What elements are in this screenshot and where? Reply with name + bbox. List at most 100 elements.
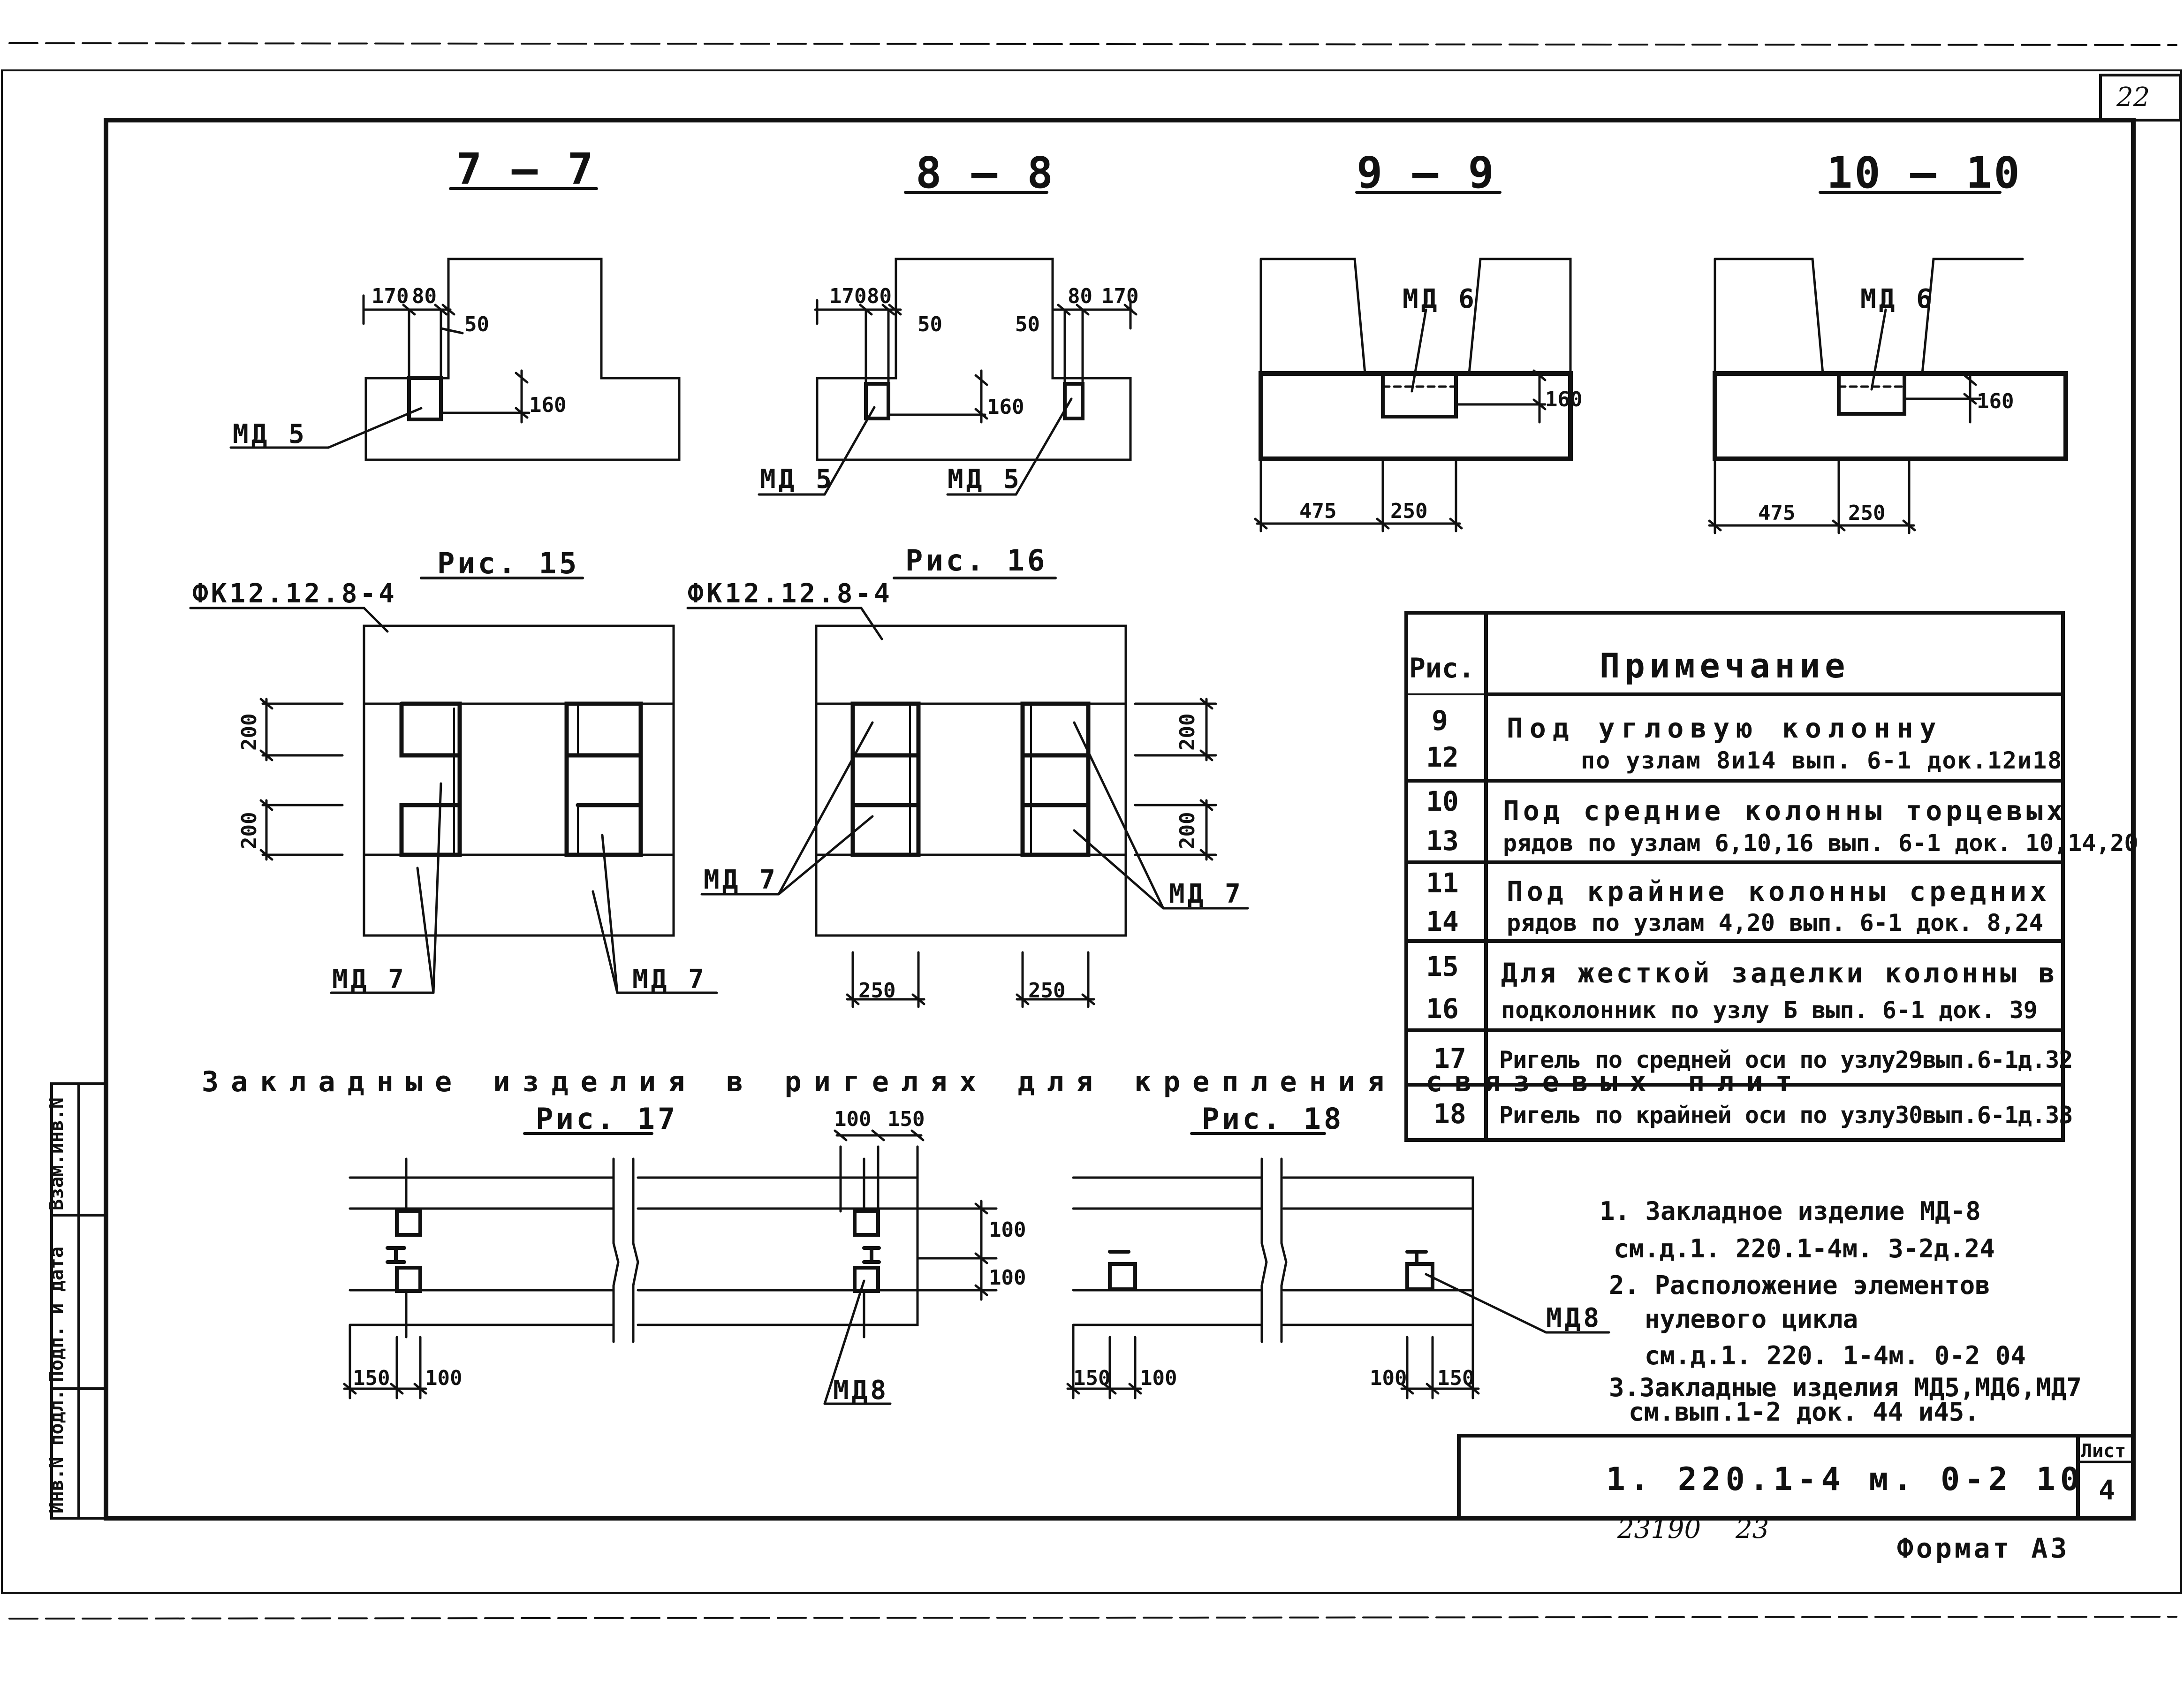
section-9-9	[1254, 191, 1573, 532]
label-md5-a: МД 5	[760, 464, 834, 494]
dim-100-b: 100	[1370, 1366, 1407, 1390]
dim-100-right-2: 100	[989, 1266, 1026, 1290]
dim-200-b: 200	[237, 812, 261, 849]
dim-100: 100	[425, 1366, 462, 1390]
side-stamp	[50, 1082, 107, 1520]
footnote-3-ref: см.вып.1-2 док. 44 и45.	[1629, 1397, 1979, 1427]
panel-mark: ФК12.12.8-4	[688, 578, 893, 609]
section-10-10	[1708, 191, 2068, 534]
row-5-fig-a: 17	[1433, 1042, 1466, 1074]
fig-16-drawing	[686, 577, 1249, 1008]
row-1-fig-b: 12	[1426, 741, 1459, 773]
footnote-1: 1. Закладное изделие МД-8	[1600, 1196, 1981, 1226]
section-7-7-title: 7 — 7	[456, 144, 595, 194]
row-6-fig-a: 18	[1433, 1098, 1466, 1130]
label-md5-b: МД 5	[948, 464, 1022, 494]
label-md7-a: МД 7	[704, 865, 778, 895]
footnote-2: 2. Расположение элементов	[1609, 1270, 1990, 1300]
dim-80-b: 80	[1068, 284, 1092, 308]
stamp-replace-inv-label: Взам.инв.N	[46, 1097, 68, 1210]
footnote-2-cont: нулевого цикла	[1645, 1304, 1858, 1334]
row-1-fig-a: 9	[1432, 705, 1448, 737]
document-code: 1. 220.1-4 м. 0-2 10	[1606, 1461, 2084, 1498]
row-3-line-1: Под крайние колонны средних	[1507, 875, 2050, 907]
row-4-line-1: Для жесткой заделки колонны в	[1501, 957, 2058, 989]
fig-17-title: Рис. 17	[536, 1102, 678, 1136]
fig-16-title: Рис. 16	[905, 543, 1047, 578]
row-1-line-1: Под угловую колонну	[1507, 712, 1942, 744]
row-5-line-1: Ригель по средней оси по узлу29вып.6-1д.…	[1499, 1046, 2072, 1073]
dim-80-a: 80	[867, 284, 892, 308]
drawing-frame	[104, 118, 2136, 1521]
label-md5: МД 5	[233, 419, 307, 449]
notes-table-grid	[1404, 611, 2065, 1142]
dim-475: 475	[1299, 499, 1336, 523]
fig-15-drawing	[189, 577, 718, 994]
row-4-fig-b: 16	[1426, 993, 1459, 1025]
label-md7-a: МД 7	[332, 964, 407, 995]
dim-475: 475	[1758, 501, 1795, 525]
fig-15-title: Рис. 15	[437, 546, 579, 580]
label-md6: МД 6	[1403, 284, 1477, 314]
stamp-sign-date-label: Подп. и дата	[46, 1247, 68, 1382]
row-2-fig-b: 13	[1426, 825, 1459, 857]
dim-150-b: 150	[1437, 1366, 1474, 1390]
dim-50-a: 50	[918, 312, 942, 336]
inventory-number: 23190	[1617, 1514, 1701, 1544]
dim-160: 160	[529, 393, 566, 417]
dim-170-b: 170	[1101, 284, 1138, 308]
page-number-box	[2099, 74, 2182, 122]
row-2-line-2: рядов по узлам 6,10,16 вып. 6-1 док. 10,…	[1503, 829, 2138, 857]
dim-150: 150	[353, 1366, 390, 1390]
dim-170: 170	[372, 284, 409, 308]
dim-50-b: 50	[1015, 312, 1040, 336]
dim-150-top: 150	[887, 1107, 925, 1131]
row-4-fig-a: 15	[1426, 951, 1459, 982]
fig-18-drawing	[1066, 1132, 1610, 1400]
row-3-fig-b: 14	[1426, 905, 1459, 937]
dim-100: 100	[1140, 1366, 1177, 1390]
format-label: Формат А3	[1897, 1532, 2070, 1564]
row-1-line-2: по узлам 8и14 вып. 6-1 док.12и18	[1581, 747, 2063, 774]
dim-200-b: 200	[1175, 812, 1199, 849]
table-col-note: Примечание	[1600, 646, 1850, 685]
section-8-8-title: 8 — 8	[916, 148, 1055, 198]
title-block	[1457, 1434, 2135, 1520]
dim-250: 250	[1390, 499, 1427, 523]
inventory-number-2: 23	[1735, 1514, 1769, 1544]
footnote-3: 3.Закладные изделия МД5,МД6,МД7	[1609, 1373, 2082, 1402]
row-4-line-2: подколонник по узлу Б вып. 6-1 док. 39	[1501, 996, 2038, 1024]
row-3-line-2: рядов по узлам 4,20 вып. 6-1 док. 8,24	[1507, 909, 2043, 936]
panel-mark: ФК12.12.8-4	[192, 578, 397, 609]
dim-160: 160	[1977, 389, 2014, 413]
label-md7-b: МД 7	[1169, 879, 1244, 909]
row-2-line-1: Под средние колонны торцевых	[1503, 795, 2067, 827]
dim-160: 160	[1545, 388, 1582, 411]
dim-250-b: 250	[1028, 979, 1065, 1003]
label-md6: МД 6	[1860, 284, 1935, 314]
scan-edge-top	[8, 42, 2177, 46]
section-10-10-title: 10 — 10	[1827, 148, 2022, 198]
dim-150: 150	[1073, 1366, 1110, 1390]
outer-frame	[1, 69, 2182, 1594]
dim-170-a: 170	[829, 284, 866, 308]
section-8-8	[758, 191, 1138, 496]
embedded-items-heading: Закладные изделия в ригелях для креплени…	[202, 1065, 1805, 1098]
row-2-fig-a: 10	[1426, 785, 1459, 817]
dim-200-a: 200	[1175, 714, 1199, 751]
row-3-fig-a: 11	[1426, 867, 1459, 899]
section-9-9-title: 9 — 9	[1357, 148, 1496, 198]
dim-80: 80	[412, 284, 437, 308]
table-col-fig: Рис.	[1409, 652, 1475, 684]
dim-200-a: 200	[237, 714, 261, 751]
footnote-2-ref: см.д.1. 220. 1-4м. 0-2 04	[1645, 1341, 2026, 1370]
page-number: 22	[2116, 82, 2150, 113]
section-7-7	[229, 187, 681, 461]
dim-250-a: 250	[858, 979, 895, 1003]
sheet-number: 4	[2099, 1474, 2115, 1506]
label-md8: МД8	[1546, 1303, 1602, 1333]
dim-100-right-1: 100	[989, 1218, 1026, 1242]
footnote-1-ref: см.д.1. 220.1-4м. 3-2д.24	[1614, 1234, 1995, 1263]
sheet-label: Лист	[2081, 1440, 2126, 1462]
label-md8: МД8	[833, 1375, 889, 1406]
